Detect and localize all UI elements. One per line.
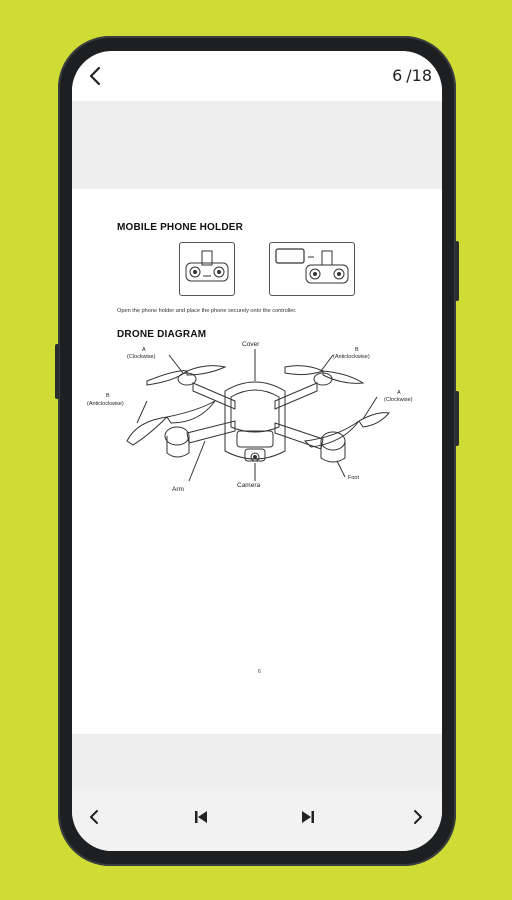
page-gap-bottom [72, 734, 442, 789]
label-c-letter: B [106, 393, 110, 399]
label-camera: Camera [237, 482, 261, 489]
skip-next-icon [302, 811, 314, 823]
side-button [455, 391, 459, 446]
label-foot: Foot [348, 475, 360, 481]
phone-holder-figure-2 [269, 242, 355, 296]
label-a-letter: A [142, 347, 146, 353]
label-arm: Arm [172, 486, 184, 493]
first-page-button[interactable] [187, 803, 215, 831]
phone-holder-caption: Open the phone holder and place the phon… [117, 308, 297, 314]
next-page-button[interactable] [404, 803, 432, 831]
label-a-direction: (Clockwise) [127, 354, 156, 360]
chevron-left-icon [89, 66, 101, 86]
screen: 6/18 MOBILE PHONE HOLDER [72, 51, 442, 851]
drone-diagram-title: DRONE DIAGRAM [117, 329, 207, 340]
label-cover: Cover [242, 341, 260, 348]
label-d-direction: (Clockwise) [384, 397, 413, 403]
last-page-button[interactable] [294, 803, 322, 831]
label-d-letter: A [397, 390, 401, 396]
document-page: MOBILE PHONE HOLDER [72, 189, 442, 734]
phone-frame: 6/18 MOBILE PHONE HOLDER [55, 36, 459, 866]
label-c-direction: (Anticlockwise) [87, 401, 124, 407]
page-gap-top [72, 101, 442, 189]
bottom-nav [72, 789, 442, 851]
label-b-direction: (Anticlockwise) [333, 354, 370, 360]
current-page: 6 [392, 66, 403, 85]
back-button[interactable] [82, 63, 108, 89]
document-page-number: 6 [258, 669, 261, 675]
skip-previous-icon [195, 811, 207, 823]
phone-holder-title: MOBILE PHONE HOLDER [117, 222, 244, 233]
phone-holder-figure-1 [179, 242, 235, 296]
drone-illustration [126, 349, 390, 482]
label-b-letter: B [355, 347, 359, 353]
chevron-left-icon [90, 810, 98, 824]
top-bar: 6/18 [72, 51, 442, 101]
previous-page-button[interactable] [80, 803, 108, 831]
volume-button [55, 344, 59, 399]
total-pages: /18 [406, 66, 432, 85]
power-button [455, 241, 459, 301]
chevron-right-icon [414, 810, 422, 824]
page-indicator: 6/18 [392, 66, 432, 85]
